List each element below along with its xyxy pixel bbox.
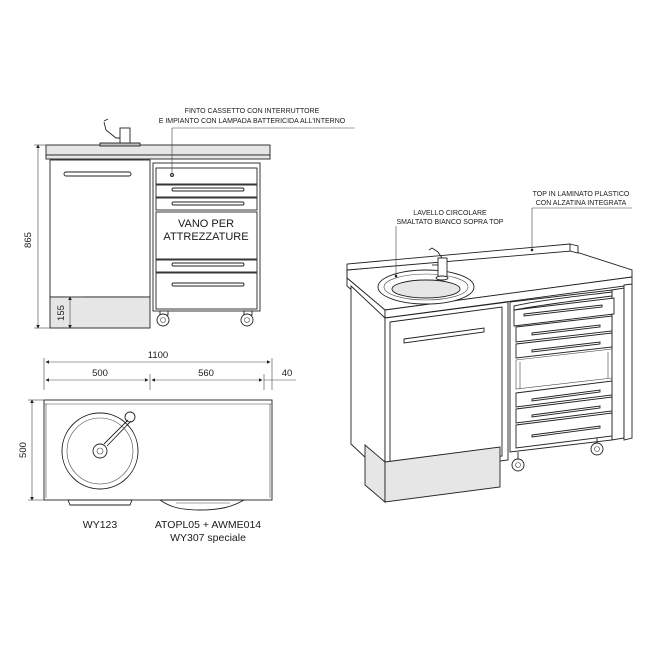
plan-view: 500	[18, 399, 273, 511]
finto-cassetto-leader	[171, 127, 355, 176]
vano-label-2: ATTREZZATURE	[163, 231, 248, 243]
front-elevation: FINTO CASSETTO CON INTERRUTTORE E IMPIAN…	[23, 108, 355, 329]
front-countertop-edge	[45, 154, 271, 160]
drawer-width-value: 560	[198, 368, 214, 379]
front-plinth	[49, 296, 151, 329]
front-faucet	[99, 118, 141, 147]
width-dimensions: 1100 500 560 40	[43, 350, 296, 390]
top-leader	[531, 207, 632, 250]
front-countertop	[45, 144, 271, 156]
finto-cassetto-label-2: E IMPIANTO CON LAMPADA BATTERICIDA ALL'I…	[159, 118, 346, 125]
plinth-dimension: 155	[56, 296, 82, 329]
plan-drawer-handle	[158, 499, 246, 511]
top-label-2: CON ALZATINA INTEGRATA	[536, 200, 627, 207]
plan-sink-drain	[92, 443, 108, 459]
depth-value: 500	[18, 442, 29, 458]
persp-cabinet-door	[389, 306, 503, 472]
plan-sink-door-handle	[67, 499, 133, 506]
persp-drawer-cart	[509, 287, 625, 453]
caption-right-unit-2: WY307 speciale	[170, 532, 246, 544]
sink-width-value: 500	[92, 368, 108, 379]
height-total-value: 865	[23, 232, 34, 248]
persp-casters	[511, 438, 604, 472]
width-total-value: 1100	[148, 350, 168, 361]
front-drawer-unit	[152, 162, 261, 312]
lavello-label-1: LAVELLO CIRCOLARE	[413, 210, 487, 217]
height-dimension: 865	[23, 144, 50, 329]
top-label-1: TOP IN LAMINATO PLASTICO	[533, 191, 630, 198]
caption-right-unit-1: ATOPL05 + AWME014	[155, 519, 261, 531]
vano-label-1: VANO PER	[178, 218, 234, 230]
plan-faucet-base	[124, 411, 136, 423]
persp-plinth	[384, 446, 501, 503]
end-gap-value: 40	[282, 368, 293, 379]
caption-left-unit: WY123	[83, 519, 118, 531]
front-casters	[156, 310, 254, 327]
perspective-view: LAVELLO CIRCOLARE SMALTATO BIANCO SOPRA …	[346, 191, 633, 503]
lavello-label-2: SMALTATO BIANCO SOPRA TOP	[397, 219, 504, 226]
front-door-handle	[63, 171, 132, 177]
finto-cassetto-label-1: FINTO CASSETTO CON INTERRUTTORE	[185, 108, 320, 115]
plinth-value: 155	[56, 305, 67, 321]
front-sink-cabinet-door	[49, 159, 151, 298]
persp-door-handle	[403, 327, 485, 344]
persp-sink-basin	[391, 279, 461, 299]
persp-faucet	[428, 247, 449, 281]
persp-side-panel	[623, 283, 633, 441]
